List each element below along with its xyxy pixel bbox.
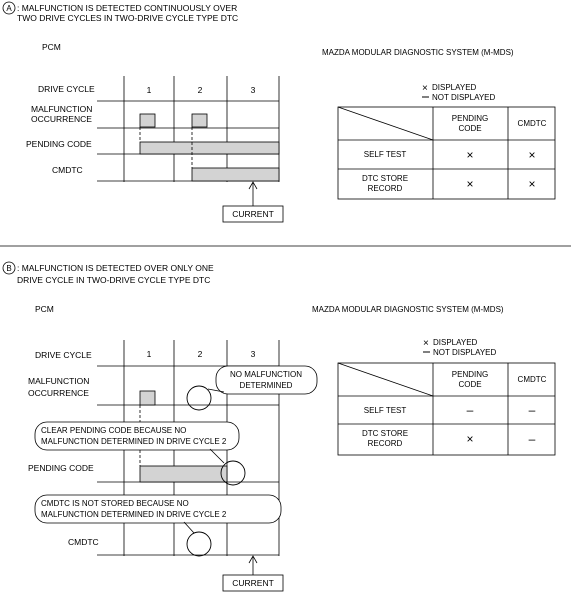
section-b-cycle-2: 2 [198,349,203,359]
section-b-current-label: CURRENT [232,578,274,588]
section-b-callout-clear-pending [34,421,240,451]
section-a-table-col-cmdtc: CMDTC [518,119,547,128]
section-b-table-row1-pending: – [467,403,474,417]
section-b-row-drive-cycle: DRIVE CYCLE [35,350,92,360]
section-b-table-row1-label: SELF TEST [364,406,407,415]
section-b-marker: B [6,264,11,273]
section-b-callout-cmdtc-2: MALFUNCTION DETERMINED IN DRIVE CYCLE 2 [41,510,227,519]
section-b-callout-no-malfunction [215,365,318,395]
section-b-table-col-cmdtc: CMDTC [518,375,547,384]
section-a-cmdtc-bar [191,167,280,182]
section-b-highlight-circle-cmdtc [186,531,212,557]
section-a-table-row2-pending: × [466,177,473,191]
section-b-table-row2-cmdtc: – [529,432,536,446]
section-a-table [337,106,556,200]
section-a-table-row2-cmdtc: × [528,177,535,191]
section-b-cycle-1: 1 [147,349,152,359]
section-b-malfunction-pulse-1 [139,390,156,406]
section-b-cycle-3: 3 [251,349,256,359]
section-b-caption-line1: : MALFUNCTION IS DETECTED OVER ONLY ONE [17,263,214,273]
section-a-table-row1-label: SELF TEST [364,150,407,159]
section-b-pcm-label: PCM [35,304,54,314]
section-a-row-drive-cycle: DRIVE CYCLE [38,84,95,94]
section-a-table-col-pending-1: PENDING [452,114,488,123]
section-b-highlight-circle-malfunction [186,385,212,411]
section-b-callout-no-malfunction-2: DETERMINED [240,381,293,390]
section-a-caption-line2: TWO DRIVE CYCLES IN TWO-DRIVE CYCLE TYPE… [17,13,238,23]
section-a-pending-code-bar [139,141,280,155]
section-a-marker: A [6,4,12,13]
section-b-row-malfunction-1: MALFUNCTION [28,376,89,386]
section-a-malfunction-pulse-1 [139,113,156,128]
section-a-legend-not-displayed: NOT DISPLAYED [432,93,496,102]
section-b-callout-clear-pointer [209,448,225,464]
section-b-caption-line2: DRIVE CYCLE IN TWO-DRIVE CYCLE TYPE DTC [17,275,210,285]
section-b: B : MALFUNCTION IS DETECTED OVER ONLY ON… [2,261,556,592]
section-a-legend-displayed: DISPLAYED [432,83,477,92]
section-b-pending-code-bar [139,465,228,483]
section-b-marker-circle [2,261,16,275]
section-a-row-malfunction-1: MALFUNCTION [31,104,92,114]
section-b-table [337,362,556,456]
section-b-table-col-pending-2: CODE [458,380,481,389]
section-a-timing-grid [97,76,280,182]
section-b-row-pending-code: PENDING CODE [28,463,94,473]
section-a-legend-x-icon: × [422,83,428,94]
section-b-row-malfunction-2: OCCURRENCE [28,388,89,398]
section-b-table-row2-pending: × [466,432,473,446]
section-b-table-row1-cmdtc: – [529,403,536,417]
section-a-marker-circle [2,1,16,15]
section-a-row-malfunction-2: OCCURRENCE [31,114,92,124]
section-b-mds-title: MAZDA MODULAR DIAGNOSTIC SYSTEM (M-MDS) [312,305,504,314]
section-a-caption-line1: : MALFUNCTION IS DETECTED CONTINUOUSLY O… [17,3,237,13]
section-a-table-row1-pending: × [466,148,473,162]
section-b-legend-not-displayed: NOT DISPLAYED [433,348,497,357]
section-b-row-cmdtc: CMDTC [68,537,99,547]
section-b-legend-x-icon: × [423,338,429,349]
section-b-callout-clear-2: MALFUNCTION DETERMINED IN DRIVE CYCLE 2 [41,437,227,446]
section-a-current-label: CURRENT [232,209,274,219]
section-a-row-pending-code: PENDING CODE [26,139,92,149]
section-a-table-row1-cmdtc: × [528,148,535,162]
section-a-cycle-2: 2 [198,85,203,95]
section-b-table-row2-label-2: RECORD [368,439,403,448]
section-a-table-row2-label-2: RECORD [368,184,403,193]
section-b-current-box [222,574,284,592]
section-a-pcm-label: PCM [42,42,61,52]
section-b-current-arrowhead [248,555,258,564]
section-b-legend-displayed: DISPLAYED [433,338,478,347]
section-b-callout-cmdtc [34,494,282,524]
section-a-cycle-3: 3 [251,85,256,95]
section-a-table-row2-label-1: DTC STORE [362,174,408,183]
section-a-current-arrowhead [248,181,258,190]
section-b-table-col-pending-1: PENDING [452,370,488,379]
section-b-callout-no-malfunction-1: NO MALFUNCTION [230,370,302,379]
section-b-callout-no-malfunction-pointer [207,388,225,393]
section-a: A : MALFUNCTION IS DETECTED CONTINUOUSLY… [2,1,556,223]
section-b-callout-cmdtc-1: CMDTC IS NOT STORED BECAUSE NO [41,499,189,508]
section-a-cycle-1: 1 [147,85,152,95]
section-a-mds-title: MAZDA MODULAR DIAGNOSTIC SYSTEM (M-MDS) [322,48,514,57]
section-b-highlight-circle-pending [220,460,246,486]
section-b-callout-cmdtc-pointer [183,521,195,534]
section-a-table-col-pending-2: CODE [458,124,481,133]
section-b-callout-clear-1: CLEAR PENDING CODE BECAUSE NO [41,426,186,435]
section-b-table-row2-label-1: DTC STORE [362,429,408,438]
section-a-malfunction-pulse-2 [191,113,208,128]
section-a-current-box [222,205,284,223]
section-a-row-cmdtc: CMDTC [52,165,83,175]
